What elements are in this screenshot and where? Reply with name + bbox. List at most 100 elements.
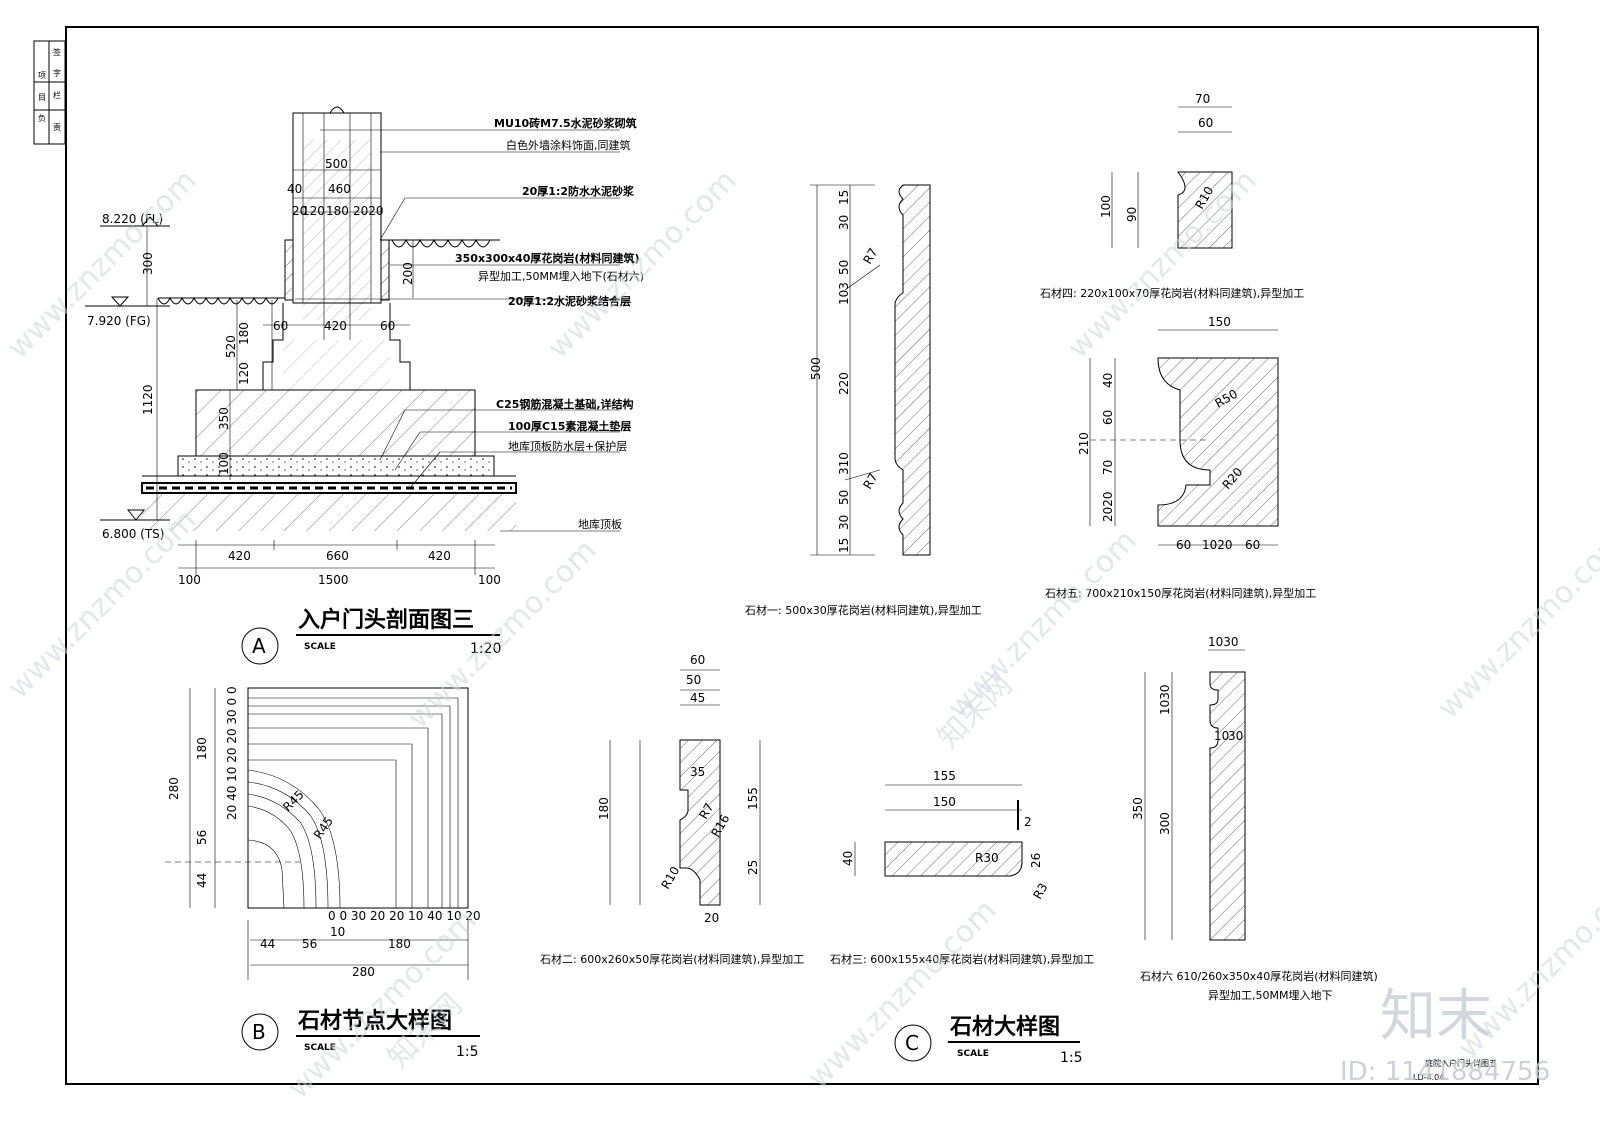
dim-label: 300 xyxy=(1158,812,1172,835)
section-a-annotations: MU10砖M7.5水泥砂浆砌筑 白色外墙涂料饰面,同建筑 20厚1:2防水水泥砂… xyxy=(87,116,644,665)
note-label: 异型加工,50MM埋入地下(石材六) xyxy=(478,269,644,283)
dim-label: 2020 xyxy=(1101,491,1115,522)
outer-border xyxy=(65,26,1539,1085)
drawing-name: 庭院入户门头详图五 xyxy=(1425,1058,1497,1068)
note-label: 100厚C15素混凝土垫层 xyxy=(508,419,631,433)
dim-label: 2020 xyxy=(353,204,384,218)
dim-label: 60 xyxy=(1245,538,1260,552)
dim-label: 50 xyxy=(837,260,851,275)
note-label: 350x300x40厚花岗岩(材料同建筑) xyxy=(455,251,639,265)
section-b-title: 石材节点大样图 xyxy=(297,1008,452,1034)
margin-cell: 栏 xyxy=(53,90,61,100)
dim-label: 420 xyxy=(324,319,347,333)
dim-label: 150 xyxy=(1208,315,1231,329)
section-b-drawing xyxy=(165,687,469,980)
dim-label: R3 xyxy=(1030,881,1050,902)
dim-label: 44 xyxy=(195,873,209,888)
drawing-number: LD-4.04 xyxy=(1413,1073,1444,1082)
dim-label: R7 xyxy=(860,246,880,267)
stone-3-detail: 155 150 40 R30 R3 26 2 石材三: 600x155x40厚花… xyxy=(830,769,1094,966)
dim-label: 56 xyxy=(302,937,317,951)
dim-label: 10 xyxy=(330,925,345,939)
dim-label: 40 xyxy=(287,182,302,196)
watermark-text: www.znzmo.com xyxy=(801,893,1004,1096)
dim-label: 50 xyxy=(837,490,851,505)
margin-cell: 字 xyxy=(53,68,61,78)
stone-1-detail: 500 220 50 30 103 310 50 30 15 15 R7 R7 … xyxy=(745,184,982,617)
margin-cell: 负 xyxy=(38,113,46,123)
section-a-ratio: 1:20 xyxy=(470,641,501,657)
note-label: C25钢筋混凝土基础,详结构 xyxy=(496,397,634,411)
note-label: 20厚1:2防水水泥砂浆 xyxy=(522,184,635,198)
dim-label: 120 xyxy=(302,204,325,218)
dim-label: 180 xyxy=(237,322,251,345)
margin-cell: 项 xyxy=(38,71,46,80)
section-c-scale: SCALE xyxy=(957,1049,989,1059)
dim-label: 155 xyxy=(933,769,956,783)
dim-label: 280 xyxy=(352,965,375,979)
margin-cell: 责 xyxy=(53,122,61,132)
dim-label: 50 xyxy=(686,673,701,687)
dim-label: R7 xyxy=(696,801,716,822)
dim-label: 90 xyxy=(1125,207,1139,222)
dim-label: 30 xyxy=(837,215,851,230)
dim-label: R30 xyxy=(975,851,999,865)
watermark-logo: 知末 xyxy=(1380,984,1492,1049)
dim-label: 500 xyxy=(809,357,823,380)
section-b-scale: SCALE xyxy=(304,1043,336,1053)
dim-label: 350 xyxy=(1131,797,1145,820)
dim-label: 60 xyxy=(273,319,288,333)
dim-label: 40 xyxy=(1101,373,1115,388)
dim-label: 10 xyxy=(1214,729,1229,743)
dim-label: 15 xyxy=(837,190,851,205)
stone-caption: 石材六 610/260x350x40厚花岗岩(材料同建筑) xyxy=(1140,969,1378,983)
watermark-text: www.znzmo.com xyxy=(1061,163,1264,366)
dim-label: 60 xyxy=(690,653,705,667)
note-label: 地库顶板 xyxy=(578,517,622,531)
dim-label: 25 xyxy=(746,860,760,875)
section-c-title: C 石材大样图 SCALE 1:5 xyxy=(894,1014,1083,1066)
dim-label: 1030 xyxy=(1158,684,1172,715)
dim-label: 180 xyxy=(597,797,611,820)
dim-label: 40 xyxy=(841,851,855,866)
stone-caption: 石材五: 700x210x150厚花岗岩(材料同建筑),异型加工 xyxy=(1045,586,1316,600)
dim-label: 26 xyxy=(1029,853,1043,868)
dim-label: 30 xyxy=(837,515,851,530)
dim-label: 300 xyxy=(141,252,155,275)
stone-caption: 石材三: 600x155x40厚花岗岩(材料同建筑),异型加工 xyxy=(830,952,1094,966)
note-label: MU10砖M7.5水泥砂浆砌筑 xyxy=(494,116,637,130)
section-a-title: 入户门头剖面图三 xyxy=(298,607,474,633)
stone-caption: 石材四: 220x100x70厚花岗岩(材料同建筑),异型加工 xyxy=(1040,286,1304,300)
dim-label: R7 xyxy=(860,471,880,492)
dim-label: 350 xyxy=(217,407,231,430)
margin-cell: 签 xyxy=(53,47,61,57)
stone-4-detail: 70 60 100 90 R10 石材四: 220x100x70厚花岗岩(材料同… xyxy=(1040,92,1304,300)
dim-label: R10 xyxy=(658,864,682,891)
watermark-text: www.znzmo.com xyxy=(1431,523,1600,726)
stone-5-detail: 150 210 40 60 70 2020 R50 R20 60 1020 60… xyxy=(1045,315,1316,600)
section-b-ratio: 1:5 xyxy=(456,1044,479,1060)
dim-label: 660 xyxy=(326,549,349,563)
note-label: 地库顶板防水层+保护层 xyxy=(508,439,627,453)
section-a-badge xyxy=(241,627,279,665)
dim-label: 310 xyxy=(837,452,851,475)
stone-2-detail: 60 50 45 180 155 25 35 R16 R7 R10 20 石材二… xyxy=(540,653,804,966)
section-b-badge-letter: B xyxy=(252,1020,266,1044)
level-label: 8.220 (FL) xyxy=(102,212,163,226)
dim-label: 60 xyxy=(1198,116,1213,130)
note-label: 白色外墙涂料饰面,同建筑 xyxy=(506,138,631,152)
stone-caption: 异型加工,50MM埋入地下 xyxy=(1208,988,1332,1002)
dim-label: 180 xyxy=(195,737,209,760)
dim-label: 35 xyxy=(690,765,705,779)
section-b-annotations: 280 180 56 44 20 40 10 20 20 30 0 0 R45 … xyxy=(167,686,481,1060)
dim-label: 56 xyxy=(195,830,209,845)
dim-label: 100 xyxy=(217,452,231,475)
section-b-badge xyxy=(241,1013,279,1051)
dim-label: 70 xyxy=(1101,460,1115,475)
dim-label: 520 xyxy=(224,335,238,358)
dim-label: 30 xyxy=(1228,729,1243,743)
dim-label: 15 xyxy=(837,538,851,553)
section-c-badge xyxy=(894,1024,932,1062)
watermark-id: ID: 1141884756 xyxy=(1340,1057,1550,1087)
